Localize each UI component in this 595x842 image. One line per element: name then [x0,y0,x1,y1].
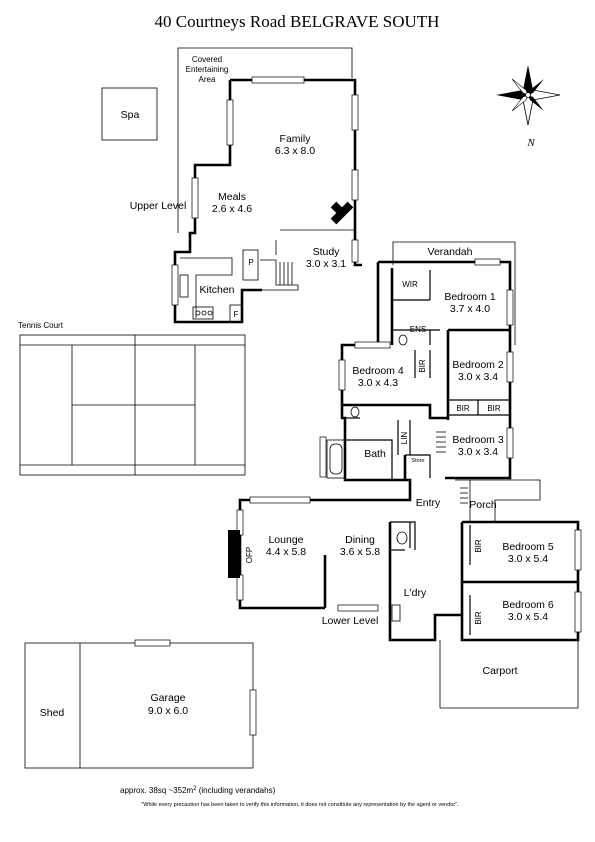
svg-text:Bedroom 4: Bedroom 4 [352,365,404,377]
fireplace-icon [228,530,240,578]
svg-text:Meals: Meals [218,191,246,203]
svg-text:Bath: Bath [364,448,386,460]
svg-text:F: F [234,310,239,319]
svg-text:P: P [248,258,253,267]
compass-icon [496,65,561,126]
svg-text:BIR: BIR [474,539,483,553]
svg-text:Bedroom 1: Bedroom 1 [444,291,496,303]
bedroom-wing: WIR Bedroom 1 3.7 x 4.0 ENS Bedroom 2 3.… [319,258,514,482]
svg-text:Store: Store [411,458,424,464]
svg-text:Study: Study [313,246,341,258]
svg-text:Lounge: Lounge [268,534,303,546]
svg-text:Bedroom 2: Bedroom 2 [452,359,504,371]
svg-text:6.3 x 8.0: 6.3 x 8.0 [275,145,315,157]
stairs-icon [436,431,446,453]
garage-shed: Shed Garage 9.0 x 6.0 [24,639,257,769]
svg-text:3.0 x 3.4: 3.0 x 3.4 [458,371,498,383]
svg-text:Porch: Porch [469,499,497,511]
toilet-icon [396,531,408,545]
svg-text:Area: Area [199,75,216,84]
svg-text:Family: Family [280,133,312,145]
svg-text:Tennis Court: Tennis Court [18,321,64,330]
svg-text:Entry: Entry [416,497,441,509]
svg-text:BIR: BIR [487,404,501,413]
svg-text:3.7 x 4.0: 3.7 x 4.0 [450,303,490,315]
upper-level: Family 6.3 x 8.0 Meals 2.6 x 4.6 Upper L… [130,76,362,324]
stairs-icon [279,262,293,285]
sink-icon [179,274,189,298]
svg-text:2.6 x 4.6: 2.6 x 4.6 [212,203,252,215]
svg-text:9.0 x 6.0: 9.0 x 6.0 [148,705,188,717]
svg-text:Garage: Garage [150,692,185,704]
lower-level: Entry Porch Lounge 4.4 x 5.8 OFP Dining … [228,478,582,642]
svg-text:3.0 x 3.1: 3.0 x 3.1 [306,258,346,270]
plan-title: 40 Courtneys Road BELGRAVE SOUTH [155,12,440,31]
svg-text:L'dry: L'dry [404,587,427,599]
svg-text:ENS: ENS [410,325,426,334]
svg-text:WIR: WIR [402,280,418,289]
carport: Carport [439,640,579,709]
svg-text:Bedroom 5: Bedroom 5 [502,541,554,553]
svg-text:Covered: Covered [192,55,222,64]
toilet-icon [350,334,408,418]
svg-text:Bedroom 6: Bedroom 6 [502,599,554,611]
stairs-icon [460,487,468,504]
spa-label: Spa [121,109,140,121]
svg-text:Verandah: Verandah [428,246,473,258]
svg-text:3.0 x 3.4: 3.0 x 3.4 [458,446,498,458]
svg-text:4.4 x 5.8: 4.4 x 5.8 [266,546,306,558]
svg-text:BIR: BIR [474,611,483,625]
verandah: Verandah [392,241,516,345]
svg-text:3.6 x 5.8: 3.6 x 5.8 [340,546,380,558]
stove-icon [192,306,214,320]
laundry-tub-icon [391,604,401,622]
area-note: approx. 38sq ~352m2 (including verandahs… [120,786,276,795]
svg-text:Shed: Shed [40,707,65,719]
covered-entertaining-area: Covered Entertaining Area [177,47,353,233]
north-label: N [526,137,535,149]
tennis-court: Tennis Court [18,321,246,476]
svg-text:Dining: Dining [345,534,375,546]
svg-text:Kitchen: Kitchen [199,284,234,296]
disclaimer: "While every precaution has been taken t… [141,802,459,808]
svg-text:Bedroom 3: Bedroom 3 [452,434,504,446]
lower-level-label: Lower Level [322,615,379,627]
svg-text:Carport: Carport [482,665,517,677]
svg-text:3.0 x 4.3: 3.0 x 4.3 [358,377,398,389]
spa-area: Spa [101,87,158,141]
fireplace-icon [330,201,354,225]
svg-text:3.0 x 5.4: 3.0 x 5.4 [508,553,548,565]
svg-text:Entertaining: Entertaining [186,65,229,74]
svg-text:3.0 x 5.4: 3.0 x 5.4 [508,611,548,623]
svg-text:OFP: OFP [245,547,254,563]
upper-level-label: Upper Level [130,200,187,212]
svg-text:BIR: BIR [418,359,427,373]
svg-text:LIN: LIN [400,432,409,445]
bathtub-icon [326,439,346,479]
svg-text:BIR: BIR [456,404,470,413]
